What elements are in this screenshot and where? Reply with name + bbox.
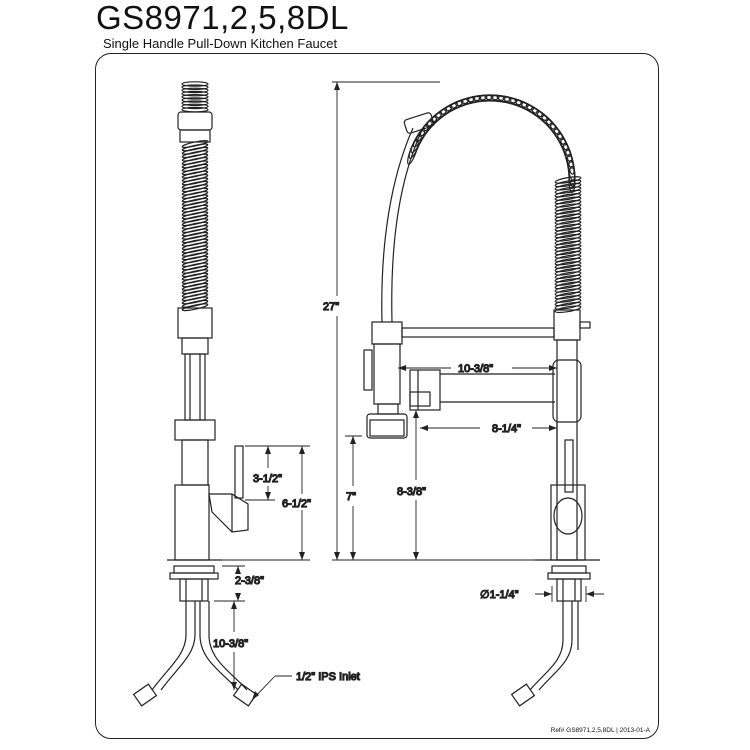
label-spout-clearance: 7" [346, 491, 356, 503]
front-view-faucet [363, 94, 600, 707]
side-view-coil [181, 81, 209, 113]
product-subtitle: Single Handle Pull-Down Kitchen Faucet [103, 36, 338, 51]
side-view-faucet [132, 81, 258, 707]
front-view-dimensions [332, 81, 604, 602]
label-ips-inlet: 1/2" IPS Inlet [296, 671, 360, 683]
dimension-arrows [231, 82, 594, 700]
label-body-height: 6-1/2" [282, 498, 311, 510]
label-supply-length: 10-3/8" [213, 638, 248, 650]
label-spray-reach: 8-1/4" [492, 423, 521, 435]
label-shank-length: 2-3/8" [235, 575, 264, 587]
drawing-frame [95, 53, 659, 739]
reference-number: Ref# GS8971,2,5,8DL | 2013-01-A [550, 727, 650, 734]
label-handle-height: 3-1/2" [253, 473, 282, 485]
label-overall-height: 27" [323, 301, 339, 313]
model-number: GS8971,2,5,8DL [96, 0, 349, 36]
label-spray-clearance: 8-3/8" [397, 486, 426, 498]
label-hole-diameter: ∅1-1/4" [480, 589, 519, 601]
label-spout-reach: 10-3/8" [458, 363, 493, 375]
